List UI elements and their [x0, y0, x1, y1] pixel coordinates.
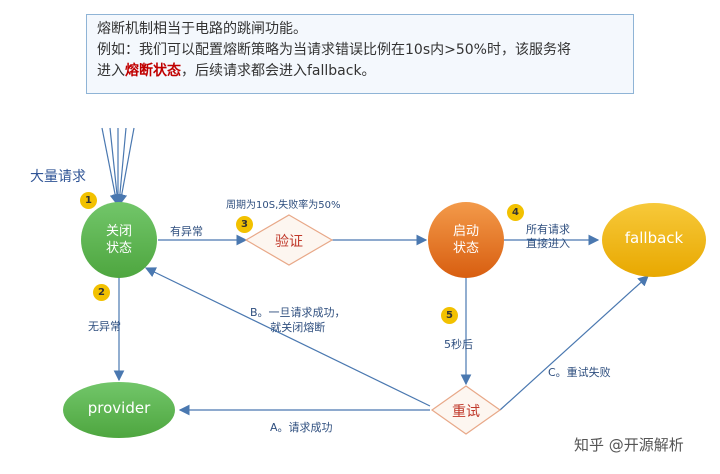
fallback-label: fallback: [624, 229, 684, 247]
open-line-1: 启动: [452, 224, 479, 239]
open-state-label: 启动 状态: [436, 223, 496, 257]
step-badge-3: 3: [236, 216, 253, 233]
c-label: C。重试失败: [548, 366, 611, 379]
step-badge-1: 1: [80, 192, 97, 209]
all-requests-line-1: 所有请求: [526, 223, 570, 236]
all-requests-label: 所有请求 直接进入: [526, 223, 570, 251]
note-line-2: 例如：我们可以配置熔断策略为当请求错误比例在10s内>50%时，该服务将: [97, 42, 571, 58]
five-sec-label: 5秒后: [444, 338, 473, 351]
b-label: B。一旦请求成功， 就关闭熔断: [250, 305, 346, 335]
retry-diamond: [430, 385, 502, 435]
verify-label: 验证: [275, 234, 303, 250]
period-label: 周期为10S,失败率为50%: [226, 200, 341, 211]
note-line-3-prefix: 进入: [97, 63, 125, 79]
closed-state-label: 关闭 状态: [89, 223, 149, 257]
big-requests-label: 大量请求: [30, 169, 86, 185]
closed-line-1: 关闭: [105, 224, 132, 239]
all-requests-line-2: 直接进入: [526, 237, 570, 250]
arrow-retry-to-fallback: [499, 275, 649, 411]
arrow-retry-to-closed: [144, 267, 431, 407]
step-badge-5: 5: [441, 307, 458, 324]
has-error-label: 有异常: [170, 225, 203, 238]
note-line-3: 进入熔断状态，后续请求都会进入fallback。: [97, 61, 623, 82]
b-line-2: 就关闭熔断: [270, 321, 326, 334]
closed-state-node: [81, 202, 157, 278]
retry-label: 重试: [452, 404, 480, 420]
open-line-2: 状态: [452, 241, 479, 256]
provider-node: [63, 382, 175, 438]
incoming-arrow: [116, 127, 135, 206]
step-badge-2: 2: [93, 284, 110, 301]
description-box: 熔断机制相当于电路的跳闸功能。 例如：我们可以配置熔断策略为当请求错误比例在10…: [86, 14, 634, 94]
incoming-arrow: [114, 127, 127, 206]
b-line-1: B。一旦请求成功，: [250, 306, 346, 319]
note-line-3-suffix: ，后续请求都会进入fallback。: [181, 63, 376, 79]
note-line-1: 熔断机制相当于电路的跳闸功能。: [97, 21, 307, 37]
provider-label: provider: [87, 399, 151, 417]
closed-line-2: 状态: [105, 241, 132, 256]
a-label: A。请求成功: [270, 421, 333, 434]
watermark: 知乎 @开源解析: [574, 436, 684, 454]
step-badge-4: 4: [507, 204, 524, 221]
fallback-node: [602, 203, 706, 277]
verify-diamond: [244, 214, 334, 266]
note-highlight: 熔断状态: [125, 63, 181, 79]
no-error-label: 无异常: [88, 320, 121, 333]
open-state-node: [428, 202, 504, 278]
incoming-arrow: [109, 127, 123, 206]
incoming-arrow: [101, 127, 121, 206]
